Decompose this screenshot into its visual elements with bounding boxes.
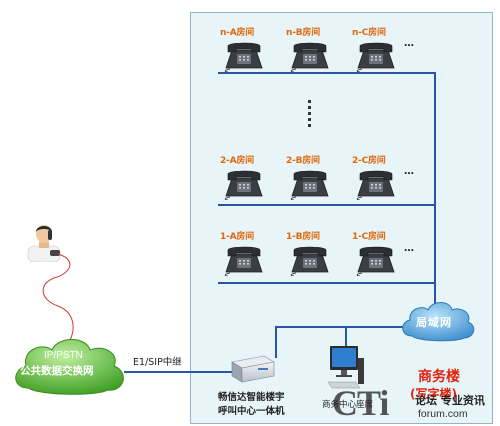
watermark-domain: forum.com [418, 408, 468, 420]
more-rooms-dots-2: … [404, 166, 415, 177]
lan-cloud-icon [402, 302, 475, 342]
phone-icon-1-c [356, 246, 395, 276]
phone-icon-n-c [356, 42, 395, 72]
pc-label: 商务中心座席 [322, 400, 374, 410]
more-rooms-dots-1: … [404, 243, 415, 254]
wire-trunk [124, 371, 232, 373]
call-center-server-icon [231, 355, 275, 383]
room-label-2-b: 2-B房间 [286, 156, 320, 166]
wire-server-drop [275, 326, 277, 358]
wire-row-n [218, 72, 436, 74]
phone-icon-1-b [290, 246, 329, 276]
room-label-n-c: n-C房间 [352, 28, 386, 38]
more-rooms-dots-n: … [404, 38, 415, 49]
watermark-slogan: 论坛 专业资讯 [415, 394, 485, 407]
public-network-label-1: IP/PSTN [44, 350, 83, 361]
trunk-label: E1/SIP中继 [133, 357, 182, 368]
wire-riser [434, 72, 436, 304]
room-label-1-c: 1-C房间 [352, 232, 386, 242]
phone-icon-2-c [356, 170, 395, 200]
watermark-brand: CTi [332, 383, 389, 423]
public-network-label-2: 公共数据交换网 [20, 365, 94, 377]
wire-row-1 [218, 282, 436, 284]
wire-pc-drop [345, 326, 347, 346]
phone-icon-2-a [224, 170, 263, 200]
room-label-n-a: n-A房间 [220, 28, 255, 38]
more-floors-ellipsis [308, 100, 312, 130]
room-label-1-a: 1-A房间 [220, 232, 254, 242]
phone-icon-n-b [290, 42, 329, 72]
building-title: 商务楼 [418, 369, 460, 385]
caller-cord [42, 253, 74, 341]
room-label-2-a: 2-A房间 [220, 156, 254, 166]
room-label-2-c: 2-C房间 [352, 156, 386, 166]
building-subtitle: (写字楼) [410, 387, 457, 401]
phone-icon-1-a [224, 246, 263, 276]
public-network-cloud-icon [15, 339, 124, 395]
phone-icon-2-b [290, 170, 329, 200]
room-label-n-b: n-B房间 [286, 28, 321, 38]
server-label-2: 呼叫中心一体机 [218, 406, 285, 417]
phone-icon-n-a [224, 42, 263, 72]
agent-pc-icon [327, 346, 364, 389]
lan-label: 局域网 [416, 316, 452, 329]
caller-person-icon [27, 225, 61, 262]
wire-row-2 [218, 204, 436, 206]
wire-lan-bus [275, 326, 410, 328]
server-label-1: 畅信达智能楼宇 [218, 392, 285, 403]
room-label-1-b: 1-B房间 [286, 232, 320, 242]
